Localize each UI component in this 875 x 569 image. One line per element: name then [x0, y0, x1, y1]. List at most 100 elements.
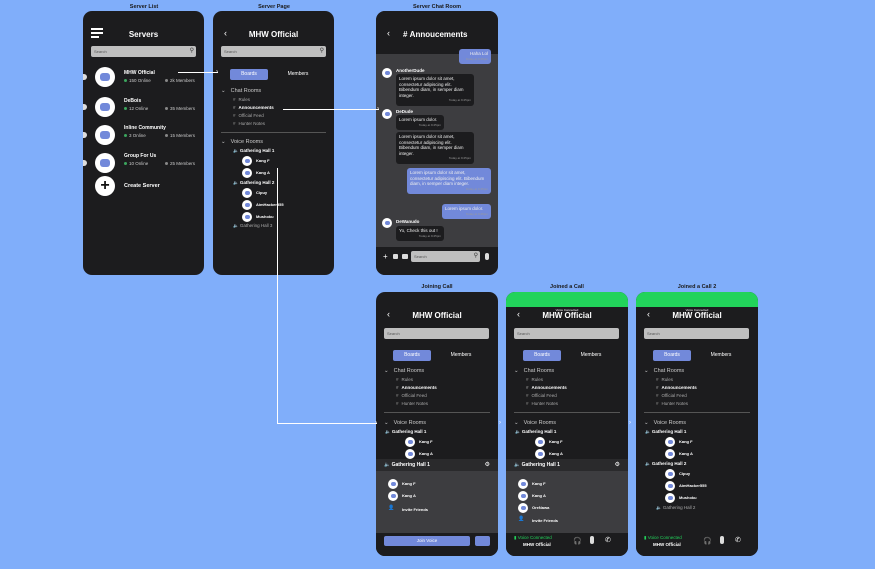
- back-icon[interactable]: ‹: [387, 28, 390, 38]
- speaker-icon: 🔈: [385, 429, 391, 434]
- voice-room-hall-2[interactable]: 🔈 Gathering Hall 2: [645, 461, 687, 466]
- screen-server-page: ‹ MHW Official Search⚲ Boards Members ⌄C…: [213, 11, 334, 275]
- call-panel: 🔈 Gathering Hall 1 ⚙ Kang F Kang A OreNa…: [506, 459, 628, 556]
- hang-up-icon[interactable]: ✆: [735, 537, 741, 544]
- voice-user: Mushoku: [256, 214, 274, 219]
- menu-icon[interactable]: [91, 28, 103, 38]
- plus-icon[interactable]: +: [383, 252, 388, 261]
- room-announcements[interactable]: #Announcements: [233, 105, 274, 110]
- video-icon[interactable]: [475, 536, 490, 546]
- room-hunter-notes[interactable]: #Hunter Notes: [656, 401, 689, 406]
- label-joining-call: Joining Call: [421, 284, 453, 290]
- voice-rooms-header[interactable]: ⌄Voice Rooms: [514, 420, 557, 426]
- microphone-icon[interactable]: [720, 536, 724, 544]
- label-server-chat: Server Chat Room: [413, 4, 461, 10]
- room-hunter-notes[interactable]: #Hunter Notes: [233, 121, 266, 126]
- search-input[interactable]: Search: [384, 328, 489, 339]
- voice-user: Cipuy: [679, 471, 691, 476]
- voice-rooms-header[interactable]: ⌄Voice Rooms: [644, 420, 687, 426]
- room-rules[interactable]: #Rules: [526, 377, 544, 382]
- room-announcements[interactable]: #Announcements: [656, 385, 697, 390]
- chat-rooms-header[interactable]: ⌄Chat Rooms: [514, 368, 555, 374]
- back-icon[interactable]: ‹: [517, 309, 520, 319]
- room-official-feed[interactable]: #Official Feed: [656, 393, 687, 398]
- gear-icon[interactable]: ⚙: [484, 462, 490, 468]
- voice-room-hall-1[interactable]: 🔈 Gathering Hall 1: [515, 429, 557, 434]
- arrowhead-icon: ›: [377, 106, 379, 112]
- search-input[interactable]: Search: [644, 328, 749, 339]
- voice-room-hall-1[interactable]: 🔈 Gathering Hall 1: [233, 148, 275, 153]
- search-input[interactable]: Search: [514, 328, 619, 339]
- message-input[interactable]: Search⚲: [411, 251, 480, 262]
- room-official-feed[interactable]: #Official Feed: [526, 393, 557, 398]
- page-title: MHW Official: [542, 311, 592, 320]
- back-icon[interactable]: ‹: [224, 28, 227, 38]
- arrowhead-icon: ›: [375, 420, 377, 426]
- voice-connected-banner: Voice Connected: [506, 292, 628, 312]
- voice-room-hall-1[interactable]: 🔈 Gathering Hall 1: [645, 429, 687, 434]
- speaker-icon: 🔈: [233, 148, 239, 153]
- chat-rooms-header[interactable]: ⌄Chat Rooms: [221, 88, 262, 94]
- room-official-feed[interactable]: #Official Feed: [233, 113, 264, 118]
- invite-icon[interactable]: 👤: [388, 505, 395, 511]
- message-author: AnotherDude: [396, 68, 425, 73]
- page-title: MHW Official: [248, 30, 299, 39]
- room-rules[interactable]: #Rules: [656, 377, 674, 382]
- voice-user: Kang F: [419, 439, 433, 444]
- voice-user: Kang A: [532, 493, 546, 498]
- screen-joined-call: Voice Connected ‹ MHW Official Search Bo…: [506, 292, 628, 556]
- search-input[interactable]: Search⚲: [91, 46, 196, 57]
- tab-members[interactable]: Members: [710, 352, 732, 358]
- voice-user: AimHacker555: [256, 202, 284, 207]
- headphones-icon[interactable]: 🎧: [703, 538, 712, 545]
- voice-room-hall-1[interactable]: 🔈 Gathering Hall 1: [385, 429, 427, 434]
- voice-room-hall-3[interactable]: 🔈 Gathering Hall 3: [233, 223, 273, 228]
- hang-up-icon[interactable]: ✆: [605, 537, 611, 544]
- room-announcements[interactable]: #Announcements: [396, 385, 437, 390]
- tab-boards[interactable]: Boards: [523, 350, 561, 361]
- tab-members[interactable]: Members: [287, 71, 309, 77]
- headphones-icon[interactable]: 🎧: [573, 538, 582, 545]
- image-icon[interactable]: [393, 254, 398, 259]
- tab-members[interactable]: Members: [450, 352, 472, 358]
- chat-rooms-header[interactable]: ⌄Chat Rooms: [644, 368, 685, 374]
- message-bubble: Lorem ipsum dolor sit amet, consectetur …: [396, 132, 474, 164]
- chat-rooms-header[interactable]: ⌄Chat Rooms: [384, 368, 425, 374]
- voice-user: Kang A: [419, 451, 433, 456]
- microphone-icon[interactable]: [485, 253, 489, 260]
- voice-rooms-header[interactable]: ⌄Voice Rooms: [221, 139, 264, 145]
- search-icon: ⚲: [189, 48, 194, 54]
- room-announcements[interactable]: #Announcements: [526, 385, 567, 390]
- server-avatar: [95, 97, 115, 117]
- voice-user: Mushoku: [679, 495, 697, 500]
- message-bubble: Lorem ipsum dolor.Today at 9:25pm: [442, 204, 491, 219]
- invite-friends[interactable]: Invite Friends: [402, 507, 429, 512]
- tab-members[interactable]: Members: [580, 352, 602, 358]
- speaker-icon: 🔈: [233, 180, 239, 185]
- invite-friends[interactable]: Invite Friends: [532, 518, 559, 523]
- server-avatar: [95, 67, 115, 87]
- room-hunter-notes[interactable]: #Hunter Notes: [526, 401, 559, 406]
- search-input[interactable]: Search⚲: [221, 46, 326, 57]
- microphone-icon[interactable]: [590, 536, 594, 544]
- tab-boards[interactable]: Boards: [393, 350, 431, 361]
- join-voice-button[interactable]: Join Voice: [384, 536, 470, 546]
- call-hall-title: 🔈 Gathering Hall 1: [384, 462, 430, 468]
- back-icon[interactable]: ‹: [647, 309, 650, 319]
- room-official-feed[interactable]: #Official Feed: [396, 393, 427, 398]
- tab-boards[interactable]: Boards: [230, 69, 268, 80]
- camera-icon[interactable]: [402, 254, 408, 259]
- connected-server: MHW Official: [653, 542, 681, 547]
- speaker-icon: 🔈: [233, 223, 239, 228]
- room-rules[interactable]: #Rules: [396, 377, 414, 382]
- gear-icon[interactable]: ⚙: [614, 462, 620, 468]
- voice-rooms-header[interactable]: ⌄Voice Rooms: [384, 420, 427, 426]
- room-hunter-notes[interactable]: #Hunter Notes: [396, 401, 429, 406]
- back-icon[interactable]: ‹: [387, 309, 390, 319]
- invite-icon[interactable]: 👤: [518, 516, 525, 522]
- voice-room-hall-3[interactable]: 🔈 Gathering Hall 2: [656, 505, 696, 510]
- divider: [384, 412, 490, 413]
- room-rules[interactable]: #Rules: [233, 97, 251, 102]
- voice-room-hall-2[interactable]: 🔈 Gathering Hall 2: [233, 180, 275, 185]
- tab-boards[interactable]: Boards: [653, 350, 691, 361]
